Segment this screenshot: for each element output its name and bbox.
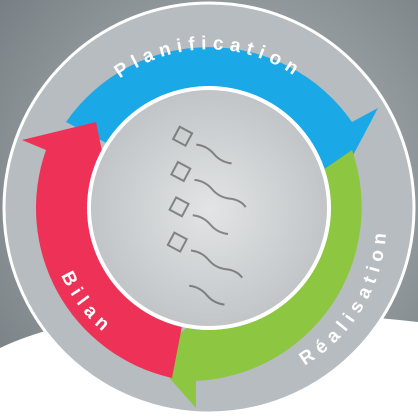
segment-bilan [22,122,182,378]
center-photo [91,90,327,326]
segment-realisation [150,150,362,408]
